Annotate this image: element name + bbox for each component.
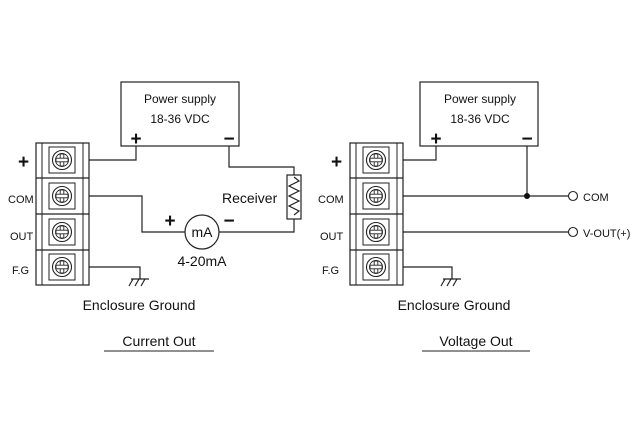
current-terminal-fg-label: F.G [12,265,29,277]
meter-minus-label: − [223,211,234,232]
current-ground-label: Enclosure Ground [83,297,196,313]
voltage-wire-plus [403,146,437,161]
meter-plus-label: + [164,211,175,232]
voltage-terminal-com-label: COM [318,194,344,206]
current-wire-meter-receiver [219,219,295,233]
voltage-out-caption: Voltage Out [439,333,512,349]
voltage-ps-plus: + [430,129,441,150]
voltage-screw-plus [362,146,390,174]
vout-output-terminal [567,226,579,238]
receiver-resistor [286,174,302,220]
current-ground-symbol [89,266,149,287]
voltage-ps-title: Power supply [444,92,516,106]
voltage-terminal-out-label: OUT [320,231,344,243]
current-ps-plus: + [130,129,141,150]
voltage-terminal-fg-label: F.G [322,265,339,277]
voltage-terminal-block [349,142,404,286]
voltage-out-diagram: Power supply 18-36 VDC + − + COM OUT F.G [318,81,630,352]
voltage-terminal-plus-label: + [331,152,342,173]
voltage-ground-symbol [403,266,461,287]
current-screw-out [48,218,76,246]
current-screw-com [48,182,76,210]
com-output-label: COM [583,192,609,204]
com-output-terminal [567,190,579,202]
current-terminal-block [35,142,90,286]
current-terminal-plus-label: + [18,152,29,173]
current-terminal-out-label: OUT [10,231,34,243]
voltage-junction-dot [524,193,530,199]
current-ps-title: Power supply [144,92,216,106]
voltage-ps-minus: − [521,129,532,150]
current-screw-fg [48,253,76,281]
current-wire-minus-receiver [228,146,295,175]
receiver-label: Receiver [222,190,278,206]
voltage-screw-com [362,182,390,210]
voltage-ground-label: Enclosure Ground [398,297,511,313]
meter-range-label: 4-20mA [177,253,227,269]
current-out-diagram: Power supply 18-36 VDC + − + COM OUT F.G [8,81,302,352]
current-out-caption: Current Out [122,333,195,349]
current-wire-plus [89,146,137,161]
current-terminal-com-label: COM [8,194,34,206]
voltage-screw-out [362,218,390,246]
current-power-supply: Power supply 18-36 VDC + − [120,81,240,150]
meter-label: mA [192,224,214,240]
current-wire-com-meter [89,195,185,233]
current-ps-range: 18-36 VDC [150,112,210,126]
current-ps-minus: − [223,129,234,150]
current-screw-plus [48,146,76,174]
voltage-screw-fg [362,253,390,281]
ma-meter: mA [184,214,220,250]
voltage-power-supply: Power supply 18-36 VDC + − [419,81,539,150]
voltage-ps-range: 18-36 VDC [450,112,510,126]
vout-output-label: V-OUT(+) [583,228,630,240]
